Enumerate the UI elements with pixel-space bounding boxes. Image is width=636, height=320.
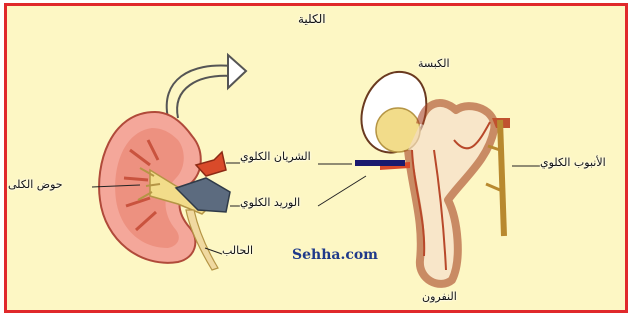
curved-arrow-icon [167,55,246,118]
label-renal-artery: الشريان الكلوي [240,150,311,163]
label-capsule: الكبسة [418,57,450,70]
diagram-title: الكلية [298,12,326,26]
label-nephron: النفرون [422,290,457,303]
label-renal-pelvis: حوض الكلى [8,178,63,191]
label-ureter: الحالب [222,244,253,257]
label-collecting-tubule: الأنبوب الكلوي [540,156,606,169]
label-renal-vein: الوريد الكلوي [240,196,300,209]
kidney-icon [99,112,230,270]
website-watermark: Sehha.com [292,247,378,263]
nephron-icon [355,72,510,284]
